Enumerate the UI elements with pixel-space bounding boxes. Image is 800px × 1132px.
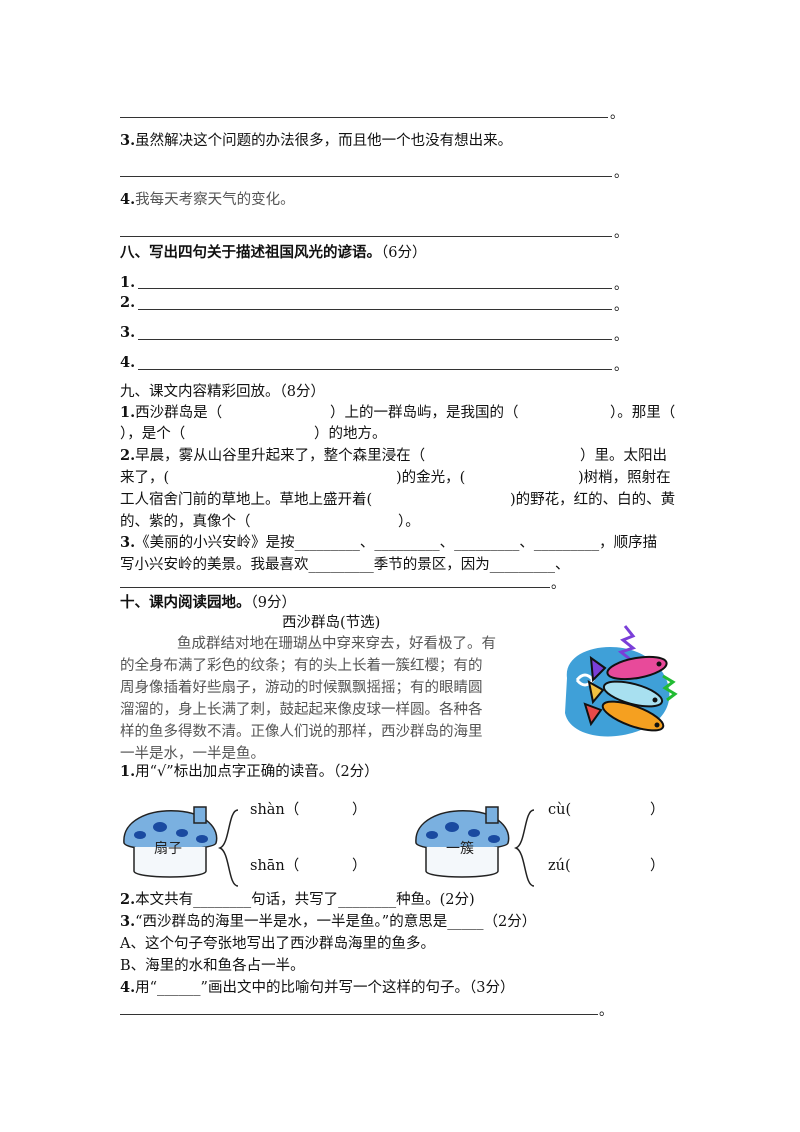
question-text: 用“√”标出加点字正确的读音。（2分） bbox=[135, 764, 379, 780]
s9-q3-line1: 3.《美丽的小兴安岭》是按_________、_________、_______… bbox=[120, 533, 657, 553]
answer-line[interactable] bbox=[120, 1014, 598, 1015]
text: ）里。太阳出 bbox=[580, 448, 667, 464]
option-a[interactable]: A、这个句子夸张地写出了西沙群岛海里的鱼多。 bbox=[120, 936, 435, 952]
section-score: （6分） bbox=[381, 245, 427, 261]
brace-icon bbox=[218, 809, 239, 887]
section-8-heading: 八、写出四句关于描述祖国风光的谚语。（6分） bbox=[120, 243, 426, 263]
period: 。 bbox=[614, 328, 628, 344]
period: 。 bbox=[614, 277, 628, 293]
item-number: 4. bbox=[120, 354, 136, 371]
text: ），是个（ bbox=[120, 426, 186, 442]
s10-q2: 2.本文共有________句话，共写了________种鱼。(2分) bbox=[120, 890, 475, 910]
answer-line[interactable] bbox=[138, 369, 612, 370]
period: 。 bbox=[614, 225, 628, 241]
answer-line[interactable] bbox=[120, 176, 612, 177]
passage-title: 西沙群岛(节选) bbox=[282, 615, 381, 631]
s10-q4: 4.用“______”画出文中的比喻句并写一个这样的句子。（3分） bbox=[120, 978, 514, 998]
pinyin-option[interactable]: shàn（ bbox=[250, 802, 300, 818]
pinyin-option[interactable]: zú( bbox=[548, 858, 571, 874]
section-score: （9分） bbox=[250, 595, 296, 611]
question-text: “西沙群岛的海里一半是水，一半是鱼。”的意思是_____（2分） bbox=[135, 914, 537, 930]
text: 早晨，雾从山谷里升起来了，整个森里浸在（ bbox=[135, 448, 426, 464]
s9-q2-line1: 2.早晨，雾从山谷里升起来了，整个森里浸在（ bbox=[120, 446, 425, 466]
fish-illustration bbox=[565, 625, 678, 737]
text: ）上的一群岛屿，是我国的（ bbox=[330, 405, 519, 421]
item-number: 2. bbox=[120, 294, 136, 311]
passage-line: 的全身布满了彩色的纹条；有的头上长着一簇红樱；有的 bbox=[120, 658, 483, 674]
section-title: 十、课内阅读园地。 bbox=[120, 594, 251, 611]
passage-line: 鱼成群结对地在珊瑚丛中穿来穿去，好看极了。有 bbox=[177, 636, 496, 652]
question-text: 虽然解决这个问题的办法很多，而且他一个也没有想出来。 bbox=[135, 133, 513, 149]
question-number: 4. bbox=[120, 979, 136, 996]
mushroom-label: 一簇 bbox=[446, 841, 474, 857]
mushroom-icon bbox=[123, 806, 218, 878]
text: 写小兴安岭的美景。我最喜欢_________季节的景区，因为_________、 bbox=[120, 557, 570, 573]
s9-q1-line1: 1.西沙群岛是（ bbox=[120, 403, 222, 423]
question-number: 4. bbox=[120, 191, 136, 208]
question-number: 3. bbox=[120, 913, 136, 930]
question-4: 4.我每天考察天气的变化。 bbox=[120, 190, 295, 210]
pinyin-option[interactable]: shān（ bbox=[250, 858, 300, 874]
question-number: 3. bbox=[120, 534, 136, 551]
answer-line[interactable] bbox=[138, 309, 612, 310]
answer-line[interactable] bbox=[138, 288, 612, 289]
text: 工人宿舍门前的草地上。草地上盛开着( bbox=[120, 492, 373, 508]
text: ）。那里（ bbox=[610, 405, 676, 421]
text: )树梢，照射在 bbox=[578, 470, 671, 486]
text: 西沙群岛是（ bbox=[135, 405, 223, 421]
passage-line: 一半是水，一半是鱼。 bbox=[120, 746, 265, 762]
question-number: 2. bbox=[120, 891, 136, 908]
period: 。 bbox=[551, 576, 565, 592]
question-text: 用“______”画出文中的比喻句并写一个这样的句子。（3分） bbox=[135, 980, 515, 996]
passage-line: 溜溜的，身上长满了刺，鼓起起来像皮球一样圆。各种各 bbox=[120, 702, 483, 718]
s10-q1: 1.用“√”标出加点字正确的读音。（2分） bbox=[120, 762, 379, 782]
text: ）。 bbox=[398, 514, 420, 530]
question-number: 3. bbox=[120, 132, 136, 149]
text: ）的地方。 bbox=[314, 426, 387, 442]
brace-icon bbox=[514, 809, 535, 887]
section-10-heading: 十、课内阅读园地。（9分） bbox=[120, 593, 296, 613]
text: )的野花，红的、白的、黄 bbox=[510, 492, 676, 508]
answer-line[interactable] bbox=[120, 236, 612, 237]
question-3: 3.虽然解决这个问题的办法很多，而且他一个也没有想出来。 bbox=[120, 131, 512, 151]
bracket-end: ） bbox=[352, 802, 367, 818]
text: 《美丽的小兴安岭》是按_________、_________、_________… bbox=[135, 535, 658, 551]
period: 。 bbox=[610, 106, 624, 122]
answer-line[interactable] bbox=[138, 339, 612, 340]
answer-line[interactable] bbox=[120, 117, 608, 118]
period: 。 bbox=[614, 358, 628, 374]
question-text: 我每天考察天气的变化。 bbox=[135, 192, 295, 208]
passage-line: 周身像插着好些扇子，游动的时候飘飘摇摇；有的眼睛圆 bbox=[120, 680, 483, 696]
question-number: 1. bbox=[120, 763, 136, 780]
mushroom-icon bbox=[415, 806, 510, 878]
mushroom-label: 扇子 bbox=[154, 841, 182, 857]
question-text: 本文共有________句话，共写了________种鱼。(2分) bbox=[135, 892, 475, 908]
pinyin-option[interactable]: cù( bbox=[548, 802, 572, 818]
item-number: 3. bbox=[120, 324, 136, 341]
period: 。 bbox=[614, 165, 628, 181]
bracket-end: ） bbox=[650, 802, 665, 818]
period: 。 bbox=[614, 298, 628, 314]
bracket-end: ） bbox=[650, 858, 665, 874]
passage-line: 样的鱼多得数不清。正像人们说的那样，西沙群岛的海里 bbox=[120, 724, 483, 740]
section-title: 八、写出四句关于描述祖国风光的谚语。 bbox=[120, 244, 381, 261]
text: 来了，( bbox=[120, 470, 170, 486]
answer-line[interactable] bbox=[120, 587, 550, 588]
question-number: 1. bbox=[120, 404, 136, 421]
bracket-end: ） bbox=[352, 858, 367, 874]
question-number: 2. bbox=[120, 447, 136, 464]
period: 。 bbox=[599, 1003, 613, 1019]
text: )的金光，( bbox=[396, 470, 466, 486]
option-b[interactable]: B、海里的水和鱼各占一半。 bbox=[120, 958, 305, 974]
item-number: 1. bbox=[120, 274, 136, 291]
passage: 鱼成群结对地在珊瑚丛中穿来穿去，好看极了。有 的全身布满了彩色的纹条；有的头上长… bbox=[120, 633, 496, 765]
text: 的、紫的，真像个（ bbox=[120, 514, 251, 530]
section-9-heading: 九、课文内容精彩回放。（8分） bbox=[120, 384, 325, 400]
s10-q3: 3.“西沙群岛的海里一半是水，一半是鱼。”的意思是_____（2分） bbox=[120, 912, 536, 932]
